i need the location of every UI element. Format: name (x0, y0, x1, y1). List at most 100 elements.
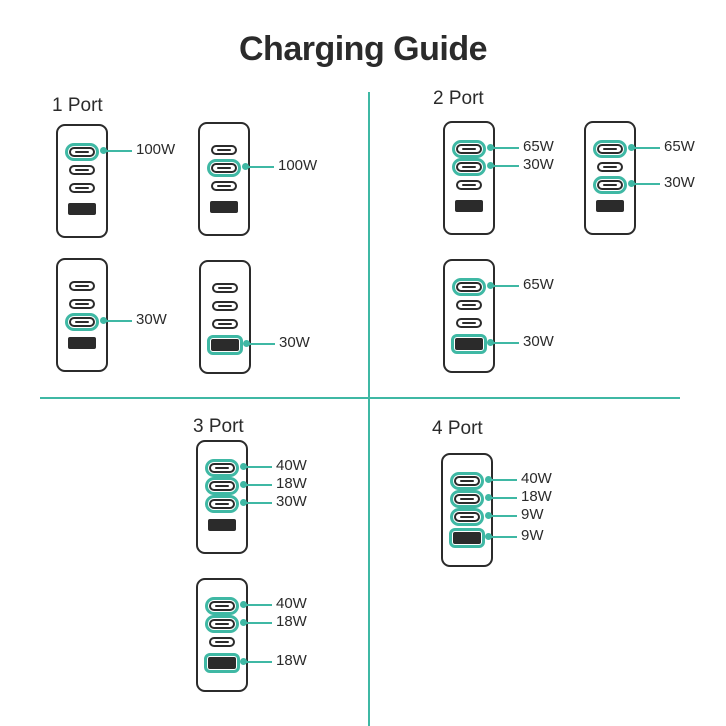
wattage-label: 30W (136, 311, 167, 328)
usb-c-port-active (450, 490, 484, 508)
charger-three-port-2 (196, 578, 248, 692)
connector-dot (487, 282, 494, 289)
wattage-label: 100W (278, 157, 318, 174)
charger-two-port-3 (443, 259, 495, 373)
connector-dot (487, 144, 494, 151)
usb-a-port (68, 203, 96, 215)
charger-four-port-1 (441, 453, 493, 567)
connector-line (244, 661, 272, 663)
connector-dot (240, 619, 247, 626)
usb-c-port (597, 162, 623, 172)
connector-dot (240, 601, 247, 608)
usb-c-port-active (205, 459, 239, 477)
connector-line (632, 183, 660, 185)
usb-c-port (212, 319, 238, 329)
connector-line (491, 285, 519, 287)
section-label-2-port: 2 Port (433, 88, 484, 109)
wattage-label: 40W (276, 595, 307, 612)
usb-c-port-active (65, 143, 99, 161)
connector-dot (485, 533, 492, 540)
connector-dot (487, 339, 494, 346)
usb-c-port-active (65, 313, 99, 331)
charger-two-port-1 (443, 121, 495, 235)
charger-one-port-4 (199, 260, 251, 374)
usb-a-port-active (449, 528, 485, 548)
connector-dot (100, 147, 107, 154)
connector-line (489, 497, 517, 499)
connector-line (244, 622, 272, 624)
usb-c-port (456, 318, 482, 328)
wattage-label: 65W (523, 276, 554, 293)
connector-line (489, 536, 517, 538)
connector-line (247, 343, 275, 345)
connector-dot (487, 162, 494, 169)
connector-line (244, 466, 272, 468)
connector-line (104, 150, 132, 152)
connector-dot (100, 317, 107, 324)
section-label-1-port: 1 Port (52, 95, 103, 116)
usb-c-port-active (205, 597, 239, 615)
wattage-label: 9W (521, 527, 544, 544)
usb-a-port (596, 200, 624, 212)
connector-line (491, 342, 519, 344)
usb-c-port (209, 637, 235, 647)
usb-c-port-active (452, 140, 486, 158)
wattage-label: 18W (276, 652, 307, 669)
section-label-4-port: 4 Port (432, 418, 483, 439)
wattage-label: 30W (523, 156, 554, 173)
charger-three-port-1 (196, 440, 248, 554)
wattage-label: 100W (136, 141, 176, 158)
connector-dot (240, 499, 247, 506)
usb-c-port-active (205, 477, 239, 495)
page-title: Charging Guide (239, 30, 488, 68)
connector-dot (485, 494, 492, 501)
usb-c-port (212, 283, 238, 293)
wattage-label: 9W (521, 506, 544, 523)
wattage-label: 30W (664, 174, 695, 191)
wattage-label: 18W (276, 475, 307, 492)
connector-line (489, 515, 517, 517)
wattage-label: 30W (276, 493, 307, 510)
usb-c-port (456, 180, 482, 190)
wattage-label: 65W (664, 138, 695, 155)
wattage-label: 40W (521, 470, 552, 487)
usb-c-port (211, 145, 237, 155)
connector-dot (485, 512, 492, 519)
usb-c-port (69, 281, 95, 291)
usb-a-port (68, 337, 96, 349)
connector-dot (240, 658, 247, 665)
usb-c-port (212, 301, 238, 311)
usb-a-port-active (207, 335, 243, 355)
connector-dot (628, 180, 635, 187)
charger-one-port-1 (56, 124, 108, 238)
connector-line (244, 484, 272, 486)
connector-dot (240, 463, 247, 470)
connector-line (489, 479, 517, 481)
wattage-label: 30W (523, 333, 554, 350)
usb-c-port-active (452, 278, 486, 296)
usb-a-port-active (204, 653, 240, 673)
charger-two-port-2 (584, 121, 636, 235)
wattage-label: 40W (276, 457, 307, 474)
connector-line (632, 147, 660, 149)
connector-line (491, 165, 519, 167)
charger-one-port-3 (56, 258, 108, 372)
connector-dot (628, 144, 635, 151)
usb-c-port-active (205, 615, 239, 633)
connector-line (244, 604, 272, 606)
connector-dot (243, 340, 250, 347)
connector-dot (242, 163, 249, 170)
connector-dot (485, 476, 492, 483)
usb-c-port-active (450, 508, 484, 526)
usb-c-port-active (205, 495, 239, 513)
usb-c-port-active (593, 176, 627, 194)
vertical-divider (368, 92, 370, 726)
usb-a-port (455, 200, 483, 212)
wattage-label: 65W (523, 138, 554, 155)
horizontal-divider (40, 397, 680, 399)
usb-c-port-active (593, 140, 627, 158)
wattage-label: 18W (276, 613, 307, 630)
connector-line (491, 147, 519, 149)
usb-c-port (69, 299, 95, 309)
usb-c-port-active (450, 472, 484, 490)
